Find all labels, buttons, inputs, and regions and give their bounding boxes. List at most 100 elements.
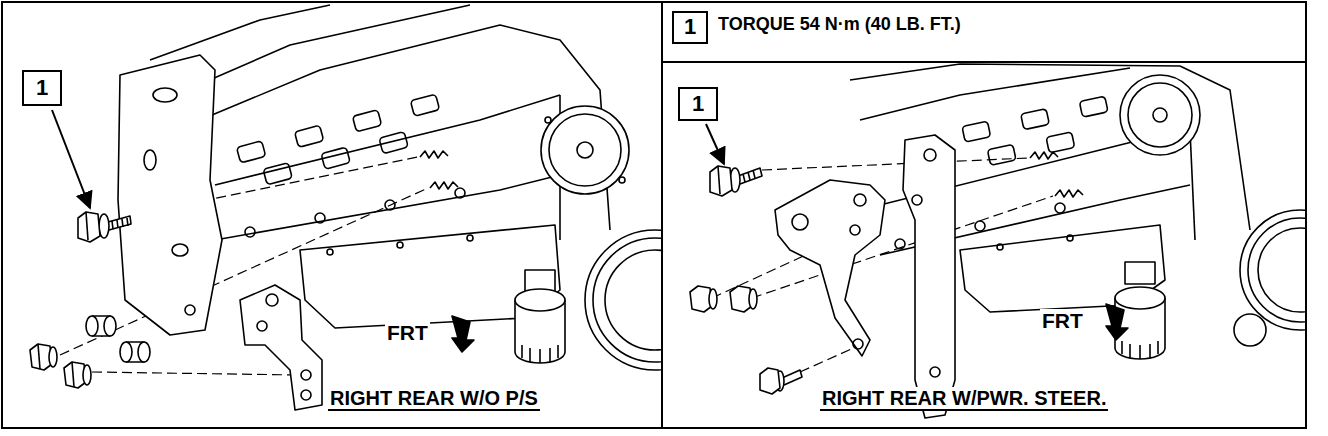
engine-block bbox=[1248, 218, 1305, 322]
engine-block bbox=[962, 121, 991, 142]
nut bbox=[49, 347, 57, 367]
leader-line bbox=[706, 124, 724, 164]
gasket-plate bbox=[172, 244, 188, 256]
engine-block bbox=[1067, 235, 1073, 241]
engine-block bbox=[1258, 228, 1305, 312]
mount-bracket bbox=[240, 285, 322, 410]
left-illustration bbox=[30, 5, 661, 410]
leader-line bbox=[52, 110, 90, 208]
engine-block bbox=[467, 235, 473, 241]
engine-block bbox=[549, 114, 621, 186]
callout-box: 1 bbox=[678, 87, 718, 121]
studs bbox=[420, 151, 448, 158]
engine-block bbox=[245, 227, 255, 237]
engine-block bbox=[577, 142, 593, 158]
mount-bracket bbox=[240, 285, 322, 410]
engine-block bbox=[619, 177, 625, 183]
mount-bracket bbox=[912, 195, 922, 205]
frame bbox=[2, 2, 1306, 428]
engine-block bbox=[455, 188, 465, 198]
callout-box: 1 bbox=[22, 70, 62, 106]
studs bbox=[1055, 190, 1083, 197]
engine-block bbox=[545, 117, 551, 123]
bolt bbox=[112, 218, 128, 229]
bolt bbox=[710, 166, 802, 394]
view-caption: RIGHT REAR W/O P/S bbox=[328, 387, 540, 411]
engine-block bbox=[1240, 210, 1305, 330]
engine-block bbox=[1120, 75, 1200, 155]
alignment-lines bbox=[92, 372, 300, 375]
spacer bbox=[138, 342, 150, 362]
alignment-lines bbox=[800, 346, 858, 372]
bolt bbox=[743, 170, 755, 182]
nut bbox=[690, 286, 757, 312]
engine-block bbox=[585, 230, 661, 370]
engine-block bbox=[962, 96, 1114, 169]
engine-block bbox=[1128, 83, 1192, 147]
torque-note: TORQUE 54 N·m (40 LB. FT.) bbox=[716, 15, 963, 35]
nut bbox=[83, 365, 91, 385]
engine-block bbox=[150, 5, 330, 60]
engine-block bbox=[379, 132, 408, 154]
engine-block bbox=[960, 225, 1165, 312]
nut bbox=[749, 289, 757, 309]
engine-block bbox=[1055, 203, 1065, 213]
mount-bracket bbox=[301, 390, 311, 400]
engine-block bbox=[522, 345, 558, 363]
engine-block bbox=[237, 94, 447, 190]
view-caption: RIGHT REAR W/PWR. STEER. bbox=[820, 387, 1108, 411]
engine-block bbox=[987, 144, 1016, 165]
bolt bbox=[78, 212, 131, 242]
bolt bbox=[760, 368, 780, 394]
studs bbox=[1030, 152, 1058, 159]
spacer bbox=[104, 316, 116, 336]
engine-block bbox=[1079, 96, 1108, 117]
engine-block bbox=[1046, 132, 1075, 153]
studs bbox=[420, 151, 458, 189]
engine-block bbox=[860, 68, 1130, 120]
bolt bbox=[782, 370, 802, 385]
engine-block bbox=[1190, 130, 1195, 240]
bolt bbox=[738, 168, 762, 184]
nut bbox=[38, 344, 40, 369]
leader-line bbox=[706, 124, 724, 164]
nut bbox=[709, 289, 717, 309]
front-arrow bbox=[452, 316, 474, 352]
bolt bbox=[710, 166, 732, 196]
engine-block bbox=[327, 249, 333, 255]
engine-block bbox=[541, 106, 629, 194]
bolt bbox=[78, 212, 100, 242]
alignment-lines bbox=[762, 158, 1028, 170]
engine-block bbox=[352, 110, 381, 132]
engine-block bbox=[150, 5, 661, 370]
engine-block bbox=[593, 238, 661, 362]
gasket-plate bbox=[118, 55, 222, 335]
gasket-plate bbox=[118, 55, 222, 335]
callout-number: 1 bbox=[684, 16, 696, 38]
power-steering-bracket bbox=[854, 194, 866, 206]
mount-bracket bbox=[257, 321, 267, 331]
mount-bracket bbox=[301, 370, 311, 380]
front-arrow bbox=[1106, 304, 1128, 340]
nut bbox=[30, 344, 91, 388]
engine-block bbox=[975, 221, 985, 231]
bolt bbox=[86, 212, 88, 240]
engine-block bbox=[321, 147, 350, 169]
front-arrow bbox=[1106, 304, 1128, 340]
frame bbox=[662, 61, 1306, 63]
engine-block bbox=[515, 289, 565, 311]
direction-label: FRT bbox=[385, 321, 430, 344]
mount-bracket bbox=[903, 135, 955, 418]
nut bbox=[72, 362, 74, 387]
engine-block bbox=[1234, 314, 1266, 346]
studs bbox=[1030, 152, 1083, 197]
engine-block bbox=[1021, 109, 1050, 130]
right-illustration bbox=[690, 64, 1305, 418]
alignment-lines bbox=[712, 158, 1053, 372]
mount-bracket bbox=[903, 135, 955, 418]
engine-block bbox=[215, 95, 560, 185]
power-steering-bracket bbox=[850, 225, 860, 235]
mount-bracket bbox=[266, 294, 278, 306]
